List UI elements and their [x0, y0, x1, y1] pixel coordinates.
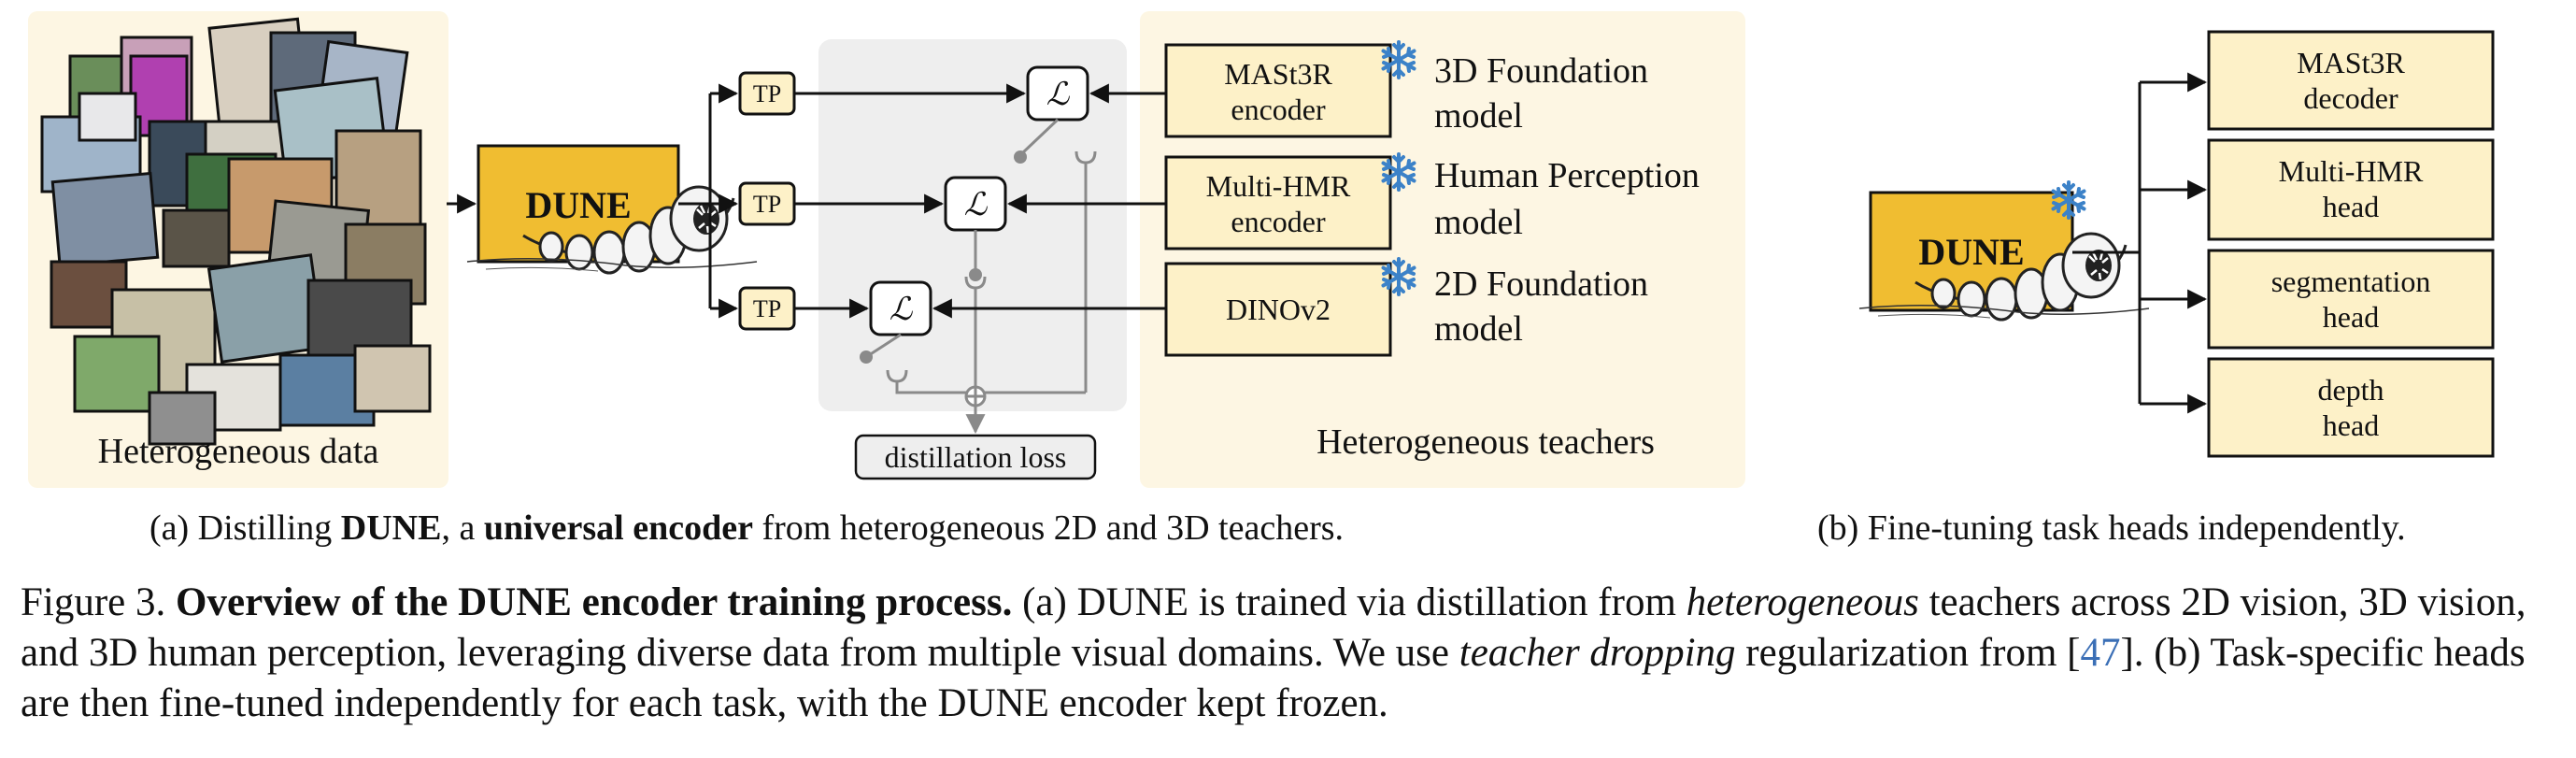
- svg-text:TP: TP: [753, 80, 781, 107]
- distillation-loss-label: distillation loss: [885, 440, 1067, 474]
- teacher-box-dinov2: DINOv2: [1164, 262, 1392, 357]
- svg-text:ℒ: ℒ: [964, 188, 989, 222]
- svg-text:MASt3R: MASt3R: [1224, 57, 1332, 91]
- dune-branches: [678, 83, 739, 319]
- teacher-desc-2a: Human Perception: [1434, 156, 1700, 195]
- dune-label: DUNE: [525, 184, 631, 226]
- head-box-mast3r-decoder: MASt3R decoder: [2207, 30, 2495, 131]
- svg-text:ℒ: ℒ: [890, 293, 914, 327]
- svg-text:TP: TP: [753, 295, 781, 322]
- svg-text:Multi-HMR: Multi-HMR: [1206, 169, 1351, 203]
- teacher-desc-1b: model: [1434, 96, 1523, 136]
- loss-box-2: ℒ: [944, 176, 1007, 232]
- svg-text:MASt3R: MASt3R: [2297, 46, 2405, 79]
- citation-link[interactable]: 47: [2080, 631, 2121, 675]
- teacher-box-mast3r: MASt3R encoder: [1164, 43, 1392, 138]
- photo-collage: [40, 17, 432, 446]
- svg-text:depth: depth: [2317, 373, 2384, 407]
- teachers-label: Heterogeneous teachers: [1316, 422, 1655, 462]
- loss-box-3: ℒ: [869, 280, 932, 336]
- teacher-dropping-switches: [868, 118, 1097, 435]
- svg-text:head: head: [2323, 300, 2379, 334]
- svg-text:Multi-HMR: Multi-HMR: [2279, 154, 2424, 188]
- svg-text:head: head: [2323, 190, 2379, 223]
- data-label: Heterogeneous data: [98, 432, 379, 471]
- head-branches: [2072, 72, 2208, 414]
- head-box-segmentation: segmentation head: [2207, 249, 2495, 350]
- tp-box-2: TP: [738, 181, 796, 226]
- svg-text:decoder: decoder: [2303, 81, 2398, 115]
- distillation-loss-box: [854, 434, 1097, 480]
- svg-text:encoder: encoder: [1231, 205, 1326, 238]
- loss-box-1: ℒ: [1026, 65, 1089, 122]
- switch-pivots: [860, 150, 1027, 364]
- tp-box-3: TP: [738, 286, 796, 331]
- subcaption-a: (a) Distilling DUNE, a universal encoder…: [149, 508, 1345, 548]
- head-box-depth: depth head: [2207, 357, 2495, 458]
- svg-text:encoder: encoder: [1231, 93, 1326, 126]
- subcaption-b: (b) Fine-tuning task heads independently…: [1817, 508, 2406, 548]
- teacher-desc-3a: 2D Foundation: [1434, 265, 1648, 304]
- teacher-desc-2b: model: [1434, 203, 1523, 242]
- teacher-desc-3b: model: [1434, 309, 1523, 349]
- svg-text:ℒ: ℒ: [1046, 78, 1071, 112]
- teacher-desc-1a: 3D Foundation: [1434, 51, 1648, 91]
- dune-label-b: DUNE: [1918, 231, 2024, 273]
- head-box-multi-hmr: Multi-HMR head: [2207, 138, 2495, 241]
- svg-text:segmentation: segmentation: [2271, 265, 2431, 298]
- teacher-to-loss-arrows: [932, 83, 1166, 319]
- tp-to-loss-arrows: [794, 83, 1027, 319]
- svg-text:DINOv2: DINOv2: [1226, 293, 1331, 326]
- tp-box-1: TP: [738, 71, 796, 116]
- svg-text:TP: TP: [753, 191, 781, 218]
- svg-text:head: head: [2323, 408, 2379, 442]
- teacher-box-multi-hmr: Multi-HMR encoder: [1164, 155, 1392, 250]
- figure-caption: Figure 3. Overview of the DUNE encoder t…: [21, 580, 2526, 725]
